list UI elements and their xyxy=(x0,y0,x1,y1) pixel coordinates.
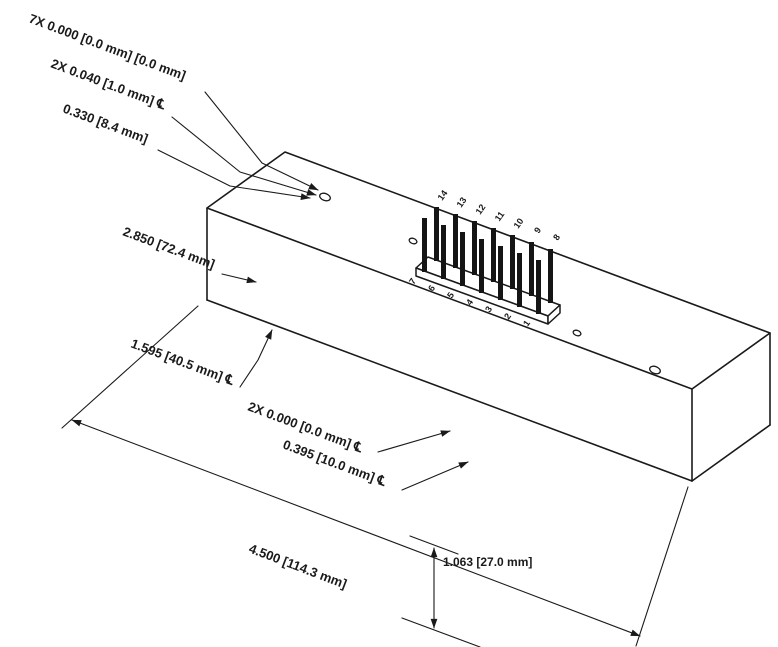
callout-stack: 7X 0.000 [0.0 mm] [0.0 mm] 2X 0.040 [1.0… xyxy=(27,11,319,200)
pin xyxy=(529,242,534,296)
pin-number-label: 10 xyxy=(512,216,526,230)
pin-number-label: 1 xyxy=(521,318,532,328)
pin xyxy=(479,239,484,293)
leader-line xyxy=(377,430,451,453)
leader-line xyxy=(401,461,469,491)
pin-number-label: 5 xyxy=(445,290,456,300)
connector-pins xyxy=(422,207,553,314)
pin-number-label: 3 xyxy=(483,304,494,314)
dimension-1063: 1.063 [27.0 mm] xyxy=(401,535,532,647)
pin xyxy=(517,253,522,307)
pin xyxy=(498,246,503,300)
callout-dim-2850: 2.850 [72.4 mm] xyxy=(121,224,217,272)
leader-line xyxy=(171,116,317,196)
leader-line xyxy=(221,273,257,284)
dimension-4500-label: 4.500 [114.3 mm] xyxy=(247,541,349,592)
pin xyxy=(460,232,465,286)
hole-right xyxy=(649,365,661,375)
hole-near-connector xyxy=(408,237,418,245)
pin xyxy=(491,228,496,282)
block-outline xyxy=(206,151,771,482)
pin-number-label: 12 xyxy=(474,202,488,216)
side-callouts: 2.850 [72.4 mm] 1.595 [40.5 mm] ℄ 2X 0.0… xyxy=(121,224,469,491)
callout-dim-1595: 1.595 [40.5 mm] ℄ xyxy=(129,336,237,388)
mounting-holes xyxy=(319,192,661,375)
pin-number-label: 2 xyxy=(502,311,513,321)
pin xyxy=(548,249,553,303)
pin xyxy=(441,225,446,279)
pin xyxy=(510,235,515,289)
pin-number-label: 8 xyxy=(551,232,562,242)
pin xyxy=(472,221,477,275)
connector-base-right xyxy=(547,304,561,325)
callout-pins-true-position: 7X 0.000 [0.0 mm] [0.0 mm] xyxy=(27,11,188,83)
hole-left xyxy=(319,192,331,202)
pin-number-label: 4 xyxy=(464,297,475,307)
leader-line xyxy=(157,149,311,200)
block-right-end-bottom-edge xyxy=(691,424,771,482)
dimension-1063-label: 1.063 [27.0 mm] xyxy=(443,555,532,569)
leader-line xyxy=(204,91,319,191)
extension-line xyxy=(61,305,199,429)
extension-tick xyxy=(401,617,481,647)
pin-number-label: 7 xyxy=(407,276,418,286)
block-bottom-front-edge xyxy=(206,299,693,482)
pin xyxy=(536,260,541,314)
pin-number-label: 6 xyxy=(426,283,437,293)
pin-header-connector: 14 13 12 11 10 9 8 7 6 5 4 3 2 1 xyxy=(407,188,562,328)
pin xyxy=(434,207,439,261)
pin-number-label: 13 xyxy=(455,195,469,209)
pin-numbers-back: 14 13 12 11 10 9 8 xyxy=(436,188,563,242)
pin-number-label: 11 xyxy=(493,210,507,224)
hole-center-right xyxy=(572,329,582,337)
pin xyxy=(453,214,458,268)
dimension-line xyxy=(71,419,641,637)
extension-line xyxy=(635,486,689,647)
pin-numbers-front: 7 6 5 4 3 2 1 xyxy=(407,276,532,328)
leader-line xyxy=(239,329,273,388)
pin-number-label: 9 xyxy=(532,225,543,235)
pin-number-label: 14 xyxy=(436,188,450,202)
extension-tick xyxy=(409,535,459,555)
callout-dim-0330: 0.330 [8.4 mm] xyxy=(61,101,150,146)
pin xyxy=(422,218,427,272)
